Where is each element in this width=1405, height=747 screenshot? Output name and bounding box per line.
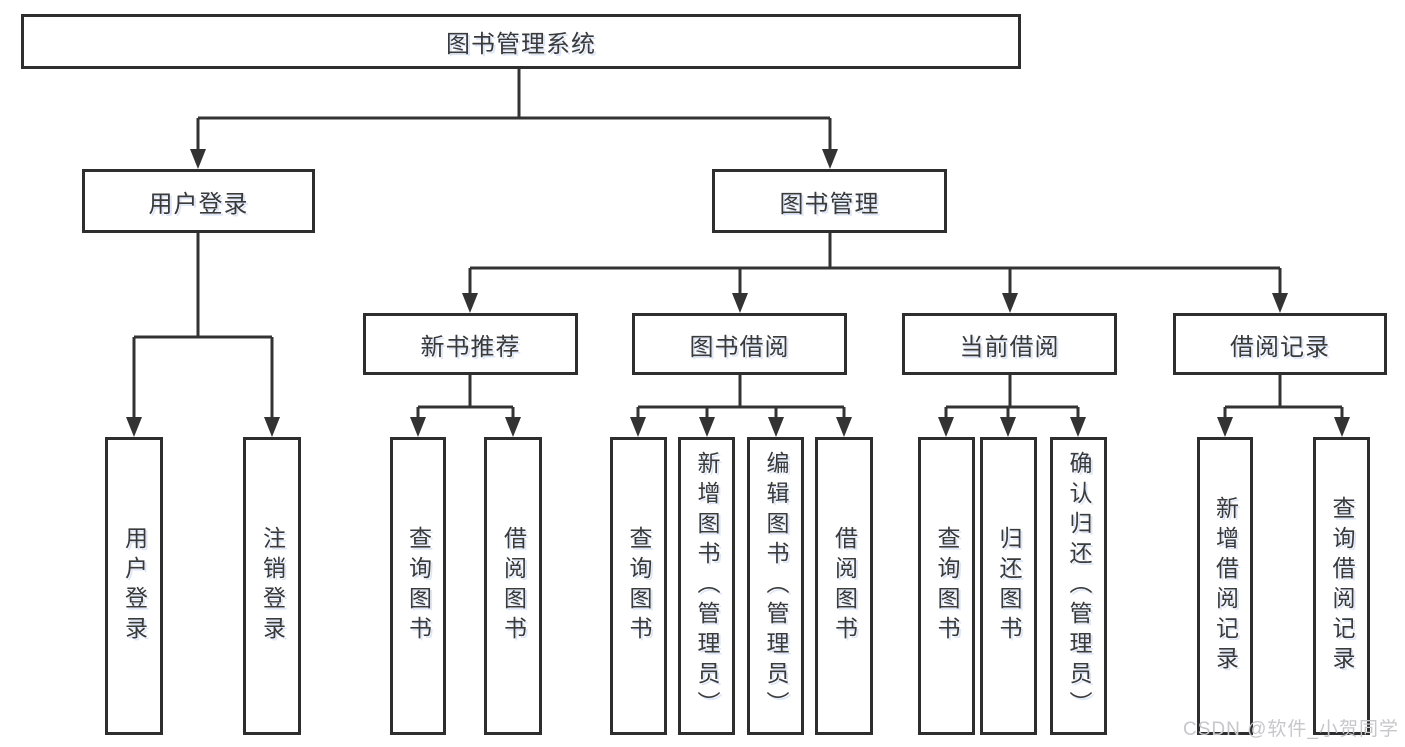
leaf-add-borrow-record: 新增借阅记录 (1197, 437, 1253, 735)
leaf-query-books-borrowing: 查询图书 (610, 437, 667, 735)
node-current-borrowing: 当前借阅 (902, 313, 1117, 375)
leaf-logout: 注销登录 (243, 437, 301, 735)
leaf-user-login: 用户登录 (105, 437, 163, 735)
leaf-confirm-return-admin: 确认归还（管理员） (1050, 437, 1107, 735)
node-book-borrowing: 图书借阅 (632, 313, 847, 375)
leaf-query-books-current: 查询图书 (918, 437, 975, 735)
leaf-edit-books-admin: 编辑图书（管理员） (747, 437, 804, 735)
leaf-query-books-recommend: 查询图书 (390, 437, 446, 735)
node-library-management-system: 图书管理系统 (21, 14, 1021, 69)
leaf-borrow-books-recommend: 借阅图书 (484, 437, 542, 735)
leaf-add-books-admin: 新增图书（管理员） (678, 437, 735, 735)
leaf-borrow-books-borrowing: 借阅图书 (815, 437, 873, 735)
csdn-watermark: CSDN @软件_小贺同学 (1183, 719, 1399, 740)
node-new-book-recommend: 新书推荐 (363, 313, 578, 375)
leaf-query-borrow-record: 查询借阅记录 (1313, 437, 1370, 735)
node-borrowing-records: 借阅记录 (1173, 313, 1387, 375)
leaf-return-books: 归还图书 (980, 437, 1037, 735)
node-user-login: 用户登录 (82, 169, 315, 233)
node-book-management: 图书管理 (712, 169, 947, 233)
